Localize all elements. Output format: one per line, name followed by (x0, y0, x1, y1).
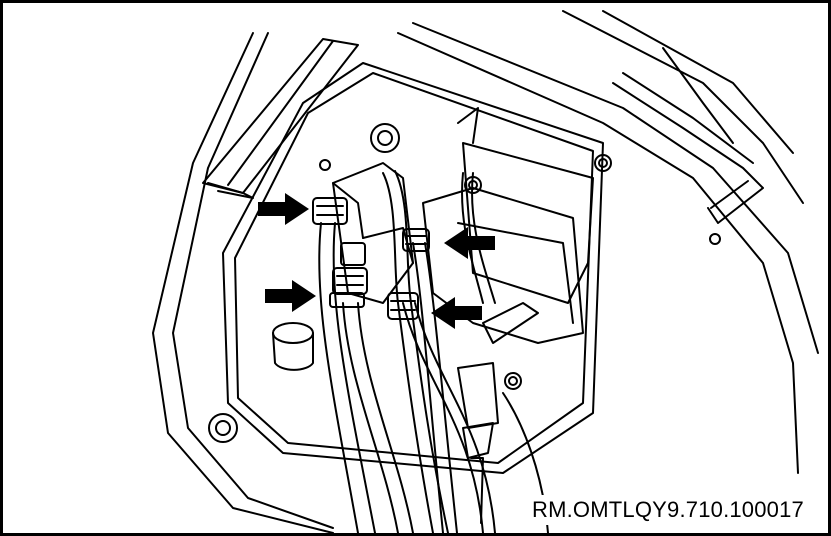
mounting-bolts (208, 123, 721, 443)
filter-and-cap (272, 322, 499, 524)
arrow-lower-left (265, 280, 316, 312)
line-illustration (152, 10, 819, 533)
trim-rail (612, 72, 764, 224)
hoses (318, 170, 549, 533)
reference-code: RM.OMTLQY9.710.100017 (525, 495, 810, 525)
callout-arrows (258, 193, 495, 329)
arrow-upper-right (444, 227, 495, 259)
grab-handle (202, 38, 359, 199)
valve-block (332, 162, 414, 304)
hose-fittings (312, 197, 430, 320)
control-bracket (422, 107, 594, 344)
body-panel (152, 10, 819, 533)
arrow-upper-left (258, 193, 309, 225)
arrow-lower-right (431, 297, 482, 329)
